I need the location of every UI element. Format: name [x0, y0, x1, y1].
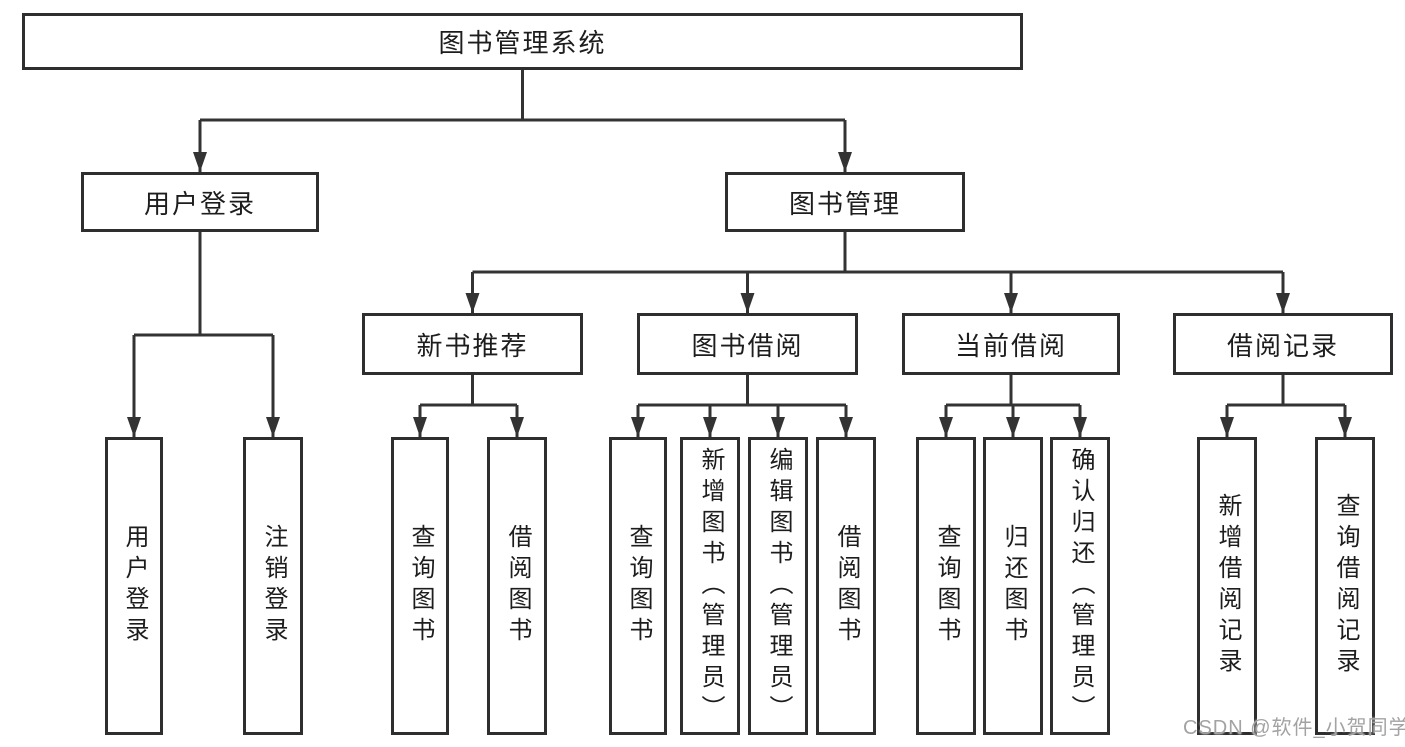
- leaf-query-books-recommend: 查询图书: [391, 437, 449, 735]
- leaf-query-borrow-record: 查询借阅记录: [1315, 437, 1375, 735]
- leaf-borrow-books-recommend: 借阅图书: [487, 437, 547, 735]
- leaf-confirm-return-admin: 确认归还（管理员）: [1050, 437, 1110, 735]
- node-root: 图书管理系统: [22, 13, 1023, 70]
- leaf-query-borrow-record-label: 查询借阅记录: [1332, 493, 1359, 679]
- leaf-return-books: 归还图书: [983, 437, 1043, 735]
- leaf-confirm-return-admin-label: 确认归还（管理员）: [1067, 446, 1094, 726]
- leaf-query-books-recommend-label: 查询图书: [407, 524, 434, 648]
- node-borrow-records: 借阅记录: [1173, 313, 1393, 375]
- node-book-management: 图书管理: [725, 172, 965, 232]
- leaf-logout: 注销登录: [243, 437, 303, 735]
- leaf-borrow-books-manage: 借阅图书: [816, 437, 876, 735]
- leaf-add-borrow-record: 新增借阅记录: [1197, 437, 1257, 735]
- leaf-borrow-books-manage-label: 借阅图书: [833, 524, 860, 648]
- node-current-borrow: 当前借阅: [902, 313, 1120, 375]
- edge-user-login-children: [127, 232, 280, 437]
- leaf-user-login: 用户登录: [105, 437, 163, 735]
- leaf-add-book-admin-label: 新增图书（管理员）: [697, 446, 724, 726]
- leaf-return-books-label: 归还图书: [1000, 524, 1027, 648]
- node-new-book-recommend: 新书推荐: [362, 313, 583, 375]
- edge-root-to-level2: [193, 70, 852, 172]
- leaf-edit-book-admin: 编辑图书（管理员）: [748, 437, 808, 735]
- edge-borrow-record-children: [1220, 375, 1352, 437]
- edge-new-book-children: [413, 375, 524, 437]
- edge-book-management-children: [465, 232, 1290, 313]
- node-user-login: 用户登录: [81, 172, 319, 232]
- leaf-query-books-borrow-label: 查询图书: [625, 524, 652, 648]
- leaf-query-books-current: 查询图书: [916, 437, 976, 735]
- edge-current-borrow-children: [939, 375, 1087, 437]
- edge-book-borrow-children: [631, 375, 853, 437]
- leaf-query-books-current-label: 查询图书: [933, 524, 960, 648]
- leaf-edit-book-admin-label: 编辑图书（管理员）: [765, 446, 792, 726]
- leaf-borrow-books-recommend-label: 借阅图书: [504, 524, 531, 648]
- leaf-add-book-admin: 新增图书（管理员）: [680, 437, 740, 735]
- node-book-borrow: 图书借阅: [637, 313, 858, 375]
- watermark: CSDN @软件_小贺同学: [1183, 717, 1405, 739]
- leaf-add-borrow-record-label: 新增借阅记录: [1214, 493, 1241, 679]
- leaf-query-books-borrow: 查询图书: [609, 437, 667, 735]
- leaf-logout-label: 注销登录: [260, 524, 287, 648]
- leaf-user-login-label: 用户登录: [121, 524, 148, 648]
